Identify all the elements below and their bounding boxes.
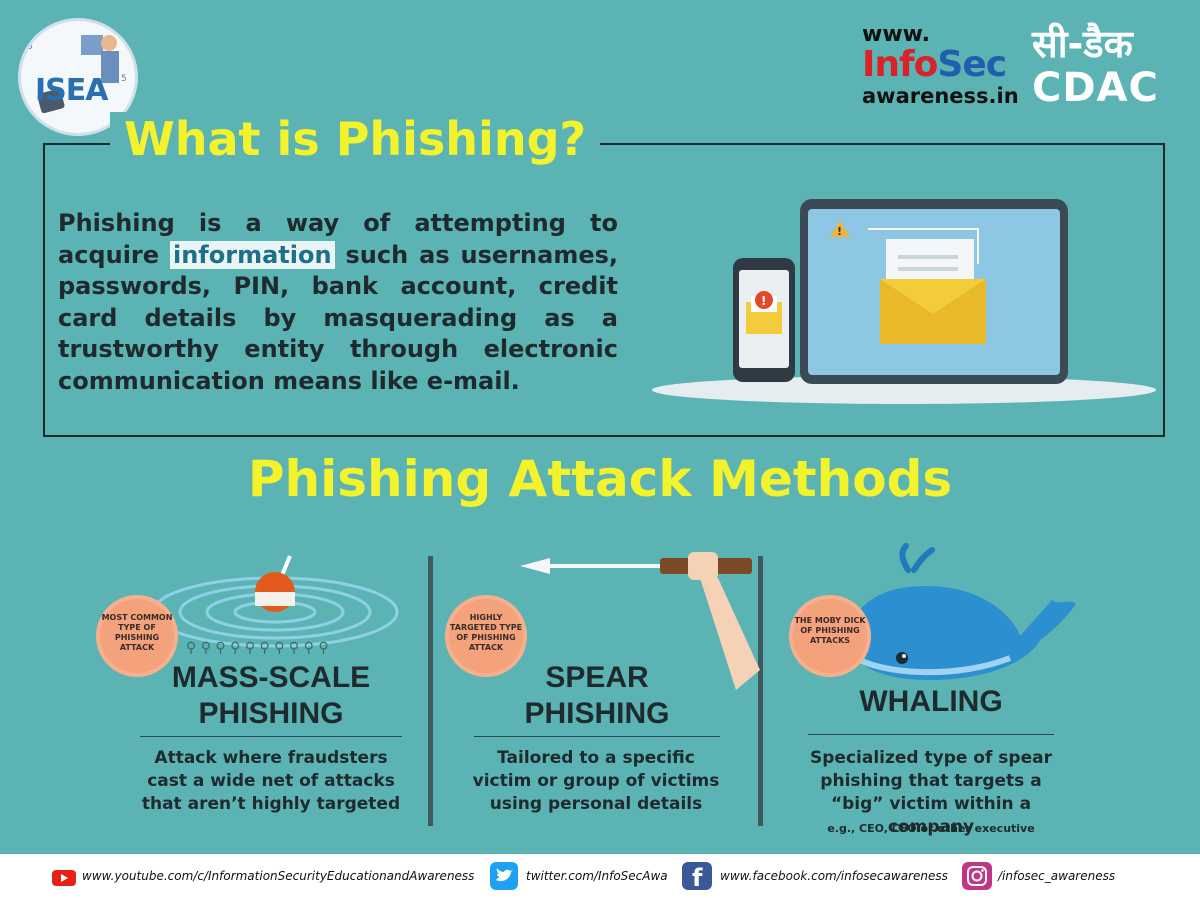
method-title-spear: SPEAR PHISHING [478,660,716,732]
youtube-icon[interactable] [52,870,76,886]
whale-icon [850,543,1076,680]
badge-highly-targeted-text: HIGHLY TARGETED TYPE OF PHISHING ATTACK [449,613,523,652]
infosec-logo[interactable]: www. InfoSec awareness.in [862,22,1032,109]
phone-alert-icon: ! [746,291,782,334]
infosec-info: Info [862,44,938,85]
svg-text:f: f [692,864,703,890]
badge-most-common-text: MOST COMMON TYPE OF PHISHING ATTACK [101,613,173,652]
infosec-domain: awareness.in [862,84,1019,108]
intro-title: What is Phishing? [110,112,601,166]
twitter-icon[interactable] [490,862,518,890]
youtube-link[interactable]: www.youtube.com/c/InformationSecurityEdu… [82,869,475,883]
email-envelope-icon: ! [830,221,986,344]
instagram-icon[interactable] [962,862,992,890]
isea-logo-art: 5 5 [27,35,127,114]
svg-text:5: 5 [121,74,127,84]
method-rule-3 [808,734,1054,735]
infosec-sec: Sec [937,44,1007,85]
svg-text:⚲ ⚲ ⚲ ⚲ ⚲ ⚲ ⚲ ⚲ ⚲ ⚲: ⚲ ⚲ ⚲ ⚲ ⚲ ⚲ ⚲ ⚲ ⚲ ⚲ [186,640,329,656]
svg-text:!: ! [837,225,842,238]
cdac-logo: सी-डैक CDAC [1032,22,1192,110]
infosec-www: www. [862,22,930,47]
intro-highlight: information [169,240,335,269]
intro-text-post: such as usernames, passwords, PIN, bank … [58,240,618,395]
method-desc-mass-scale: Attack where fraudsters cast a wide net … [141,748,401,814]
method-desc-whaling: Specialized type of spear phishing that … [810,748,1052,837]
svg-text:!: ! [761,294,766,308]
method-rule-2 [474,736,720,737]
twitter-link[interactable]: twitter.com/InfoSecAwa [526,869,668,883]
spear-icon [520,552,760,690]
cdac-hindi: सी-डैक [1032,22,1133,66]
method-title-mass-scale-line1: MASS-SCALE [171,661,371,694]
intro-text: Phishing is a way of attempting to acqui… [58,208,618,397]
badge-moby-dick-text: THE MOBY DICK OF PHISHING ATTACKS [794,616,866,645]
method-divider-2 [758,556,763,826]
isea-logo: 5 5 ISEA [18,18,138,136]
method-title-whaling: WHALING [859,685,1003,718]
badge-moby-dick: THE MOBY DICK OF PHISHING ATTACKS [793,599,867,673]
facebook-link[interactable]: www.facebook.com/infosecawareness [720,869,948,883]
method-title-spear-line2: PHISHING [524,697,670,730]
methods-title: Phishing Attack Methods [247,450,953,508]
badge-highly-targeted: HIGHLY TARGETED TYPE OF PHISHING ATTACK [449,599,523,673]
method-rule-1 [140,736,402,737]
method-note-whaling: e.g., CEO, CFO or other executive [827,822,1035,835]
isea-logo-text: ISEA [35,73,108,108]
infosec-wordmark: InfoSec [862,46,1032,84]
method-title-mass-scale-line2: PHISHING [198,697,344,730]
method-title-spear-line1: SPEAR [545,661,649,694]
intro-box [43,143,1165,437]
badge-most-common: MOST COMMON TYPE OF PHISHING ATTACK [100,599,174,673]
footer-bar [0,854,1200,898]
facebook-icon[interactable]: f [682,862,712,892]
method-desc-spear: Tailored to a specific victim or group o… [472,748,720,814]
intro-text-pre: Phishing is a way of attempting to acqui… [58,209,618,269]
instagram-link[interactable]: /infosec_awareness [998,869,1116,883]
svg-text:5: 5 [27,42,33,52]
cdac-english: CDAC [1032,65,1159,111]
buoy-icon: ⚲ ⚲ ⚲ ⚲ ⚲ ⚲ ⚲ ⚲ ⚲ ⚲ [151,555,399,656]
method-title-mass-scale: MASS-SCALE PHISHING [140,660,402,732]
method-divider-1 [428,556,433,826]
